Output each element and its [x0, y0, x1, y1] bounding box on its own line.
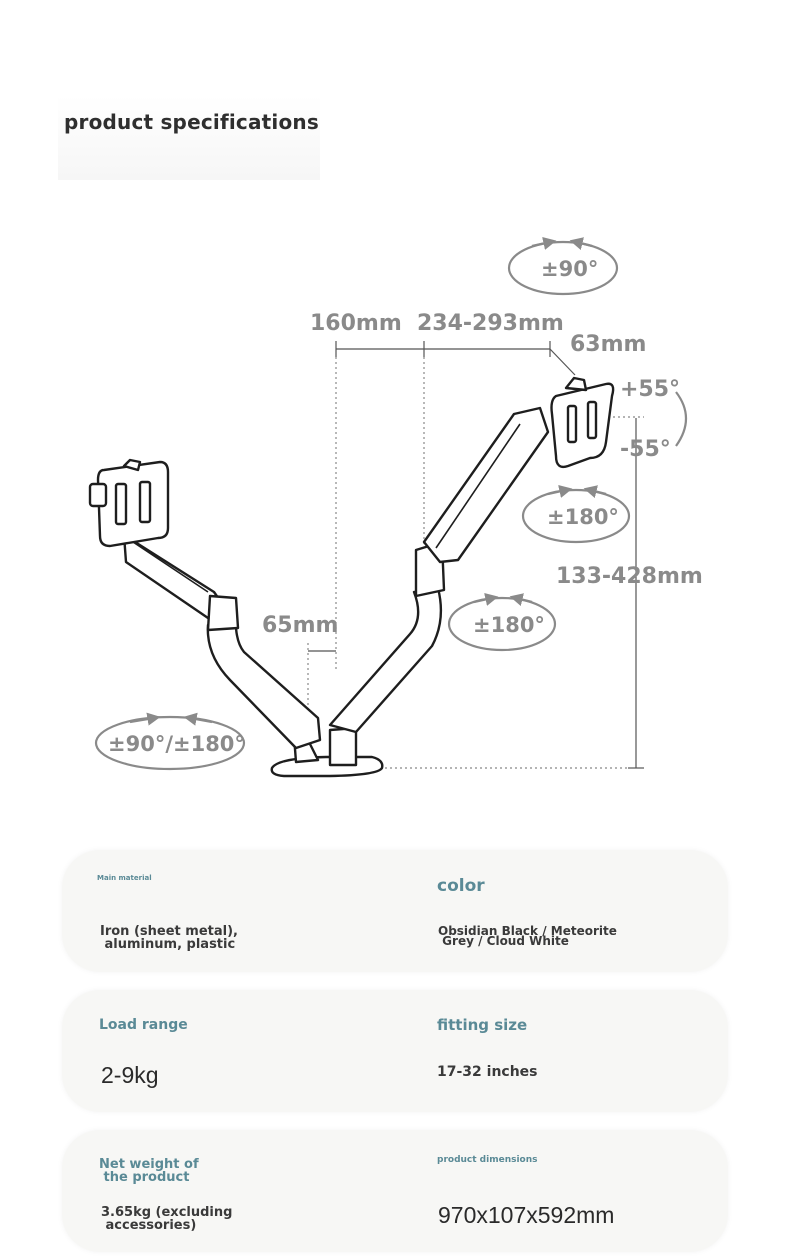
arm-drawing [88, 376, 615, 778]
dimension-lines [307, 341, 644, 769]
height-label: 133-428mm [556, 564, 703, 589]
spec-label-load: Load range [99, 1017, 188, 1033]
depth-label: 63mm [570, 332, 646, 357]
tilt-down-label: -55° [620, 437, 671, 462]
spec-label-material: Main material [97, 874, 152, 882]
spec-label-dimensions: product dimensions [437, 1155, 538, 1165]
tilt-up-label: +55° [620, 377, 680, 402]
width-a-label: 160mm [310, 311, 402, 336]
spec-value-dimensions: 970x107x592mm [438, 1202, 615, 1228]
page-title: product specifications [64, 110, 319, 134]
rotation-plate-label: ±180° [547, 505, 619, 529]
pole-label: 65mm [262, 613, 338, 638]
width-b-label: 234-293mm [417, 311, 564, 336]
spec-value-weight: 3.65kg (excluding accessories) [101, 1205, 233, 1233]
spec-card-material-color [62, 850, 728, 972]
spec-card-load-size [62, 990, 728, 1112]
title-background [58, 95, 320, 180]
spec-label-fitting: fitting size [437, 1016, 528, 1034]
rotation-indicators [94, 236, 688, 771]
spec-value-load: 2-9kg [101, 1062, 159, 1088]
spec-value-material: Iron (sheet metal), aluminum, plastic [100, 924, 238, 952]
spec-value-color: Obsidian Black / Meteorite Grey / Cloud … [438, 924, 617, 948]
dimension-labels: ±90° 160mm 234-293mm 63mm +55° -55° ±180… [108, 257, 703, 756]
spec-label-weight: Net weight of the product [99, 1157, 199, 1185]
monitor-arm-diagram: ±90° 160mm 234-293mm 63mm +55° -55° ±180… [88, 236, 703, 778]
rotation-arm-label: ±180° [473, 613, 545, 637]
spec-label-color: color [437, 876, 485, 896]
spec-card-weight-dimensions [62, 1130, 728, 1252]
rotation-top-label: ±90° [541, 257, 598, 281]
spec-value-fitting: 17-32 inches [437, 1064, 538, 1080]
rotation-base-label: ±90°/±180° [108, 732, 245, 756]
